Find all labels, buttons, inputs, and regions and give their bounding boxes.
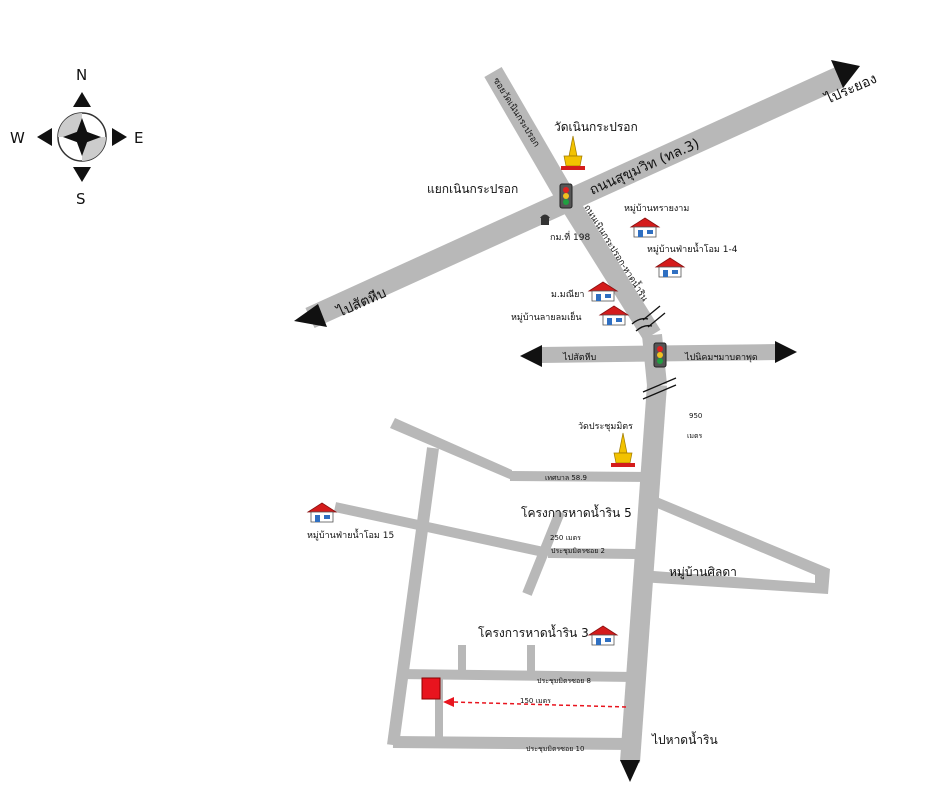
label-sai-ngam: หมู่บ้านทรายงาม xyxy=(624,203,689,214)
arrow-to-rayong-icon xyxy=(831,60,860,88)
label-yaek-noen: แยกเนินกระปรอก xyxy=(427,182,518,196)
label-project-3: โครงการหาดน้ำริน 3 xyxy=(478,624,589,640)
traffic-signal-top-icon xyxy=(559,183,573,209)
house-fai-om-15-icon xyxy=(307,502,337,523)
house-fai-om-1-4-icon xyxy=(655,257,685,278)
break-marks xyxy=(631,305,677,400)
label-sukhumvit: ถนนสุขุมวิท (ทล.3) xyxy=(587,136,702,199)
label-to-nikhom: ไปนิคมฯมาบตาพุด xyxy=(684,352,758,363)
label-soi-8: ประชุมมิตรซอย 8 xyxy=(537,677,591,685)
east-arrow-icon xyxy=(112,128,127,146)
house-sai-ngam-icon xyxy=(630,217,660,238)
label-sirada: หมู่บ้านศิลดา xyxy=(669,565,737,580)
label-soi-2: ประชุมมิตรซอย 2 xyxy=(551,547,605,555)
arrow-to-sattahip-icon xyxy=(294,304,327,327)
target-location-marker xyxy=(421,677,441,700)
compass: N S W E xyxy=(10,66,143,208)
arrow-to-beach-icon xyxy=(620,760,640,782)
road-soi-wat-noen xyxy=(484,66,574,202)
label-dist-950-unit: เมตร xyxy=(687,432,703,440)
label-to-beach: ไปหาดน้ำริน xyxy=(651,731,718,747)
label-fai-om-15: หมู่บ้านฟ่ายน้ำโอม 15 xyxy=(307,528,394,541)
label-soi-wat-noen: ซอยวัดเนินกระปรอก xyxy=(490,76,542,149)
compass-north: N xyxy=(76,66,87,84)
south-arrow-icon xyxy=(73,167,91,182)
route-arrow-icon xyxy=(443,697,454,707)
road-noen-krapok xyxy=(556,190,667,782)
temple-wat-prachum-icon xyxy=(610,432,636,468)
route-dashed-line xyxy=(451,701,627,708)
compass-south: S xyxy=(76,190,86,208)
label-dist-250: 250 เมตร xyxy=(550,534,581,542)
house-project-3-icon xyxy=(588,625,618,646)
km-marker-icon xyxy=(540,214,550,225)
label-soi-10: ประชุมมิตรซอย 10 xyxy=(526,745,584,753)
compass-west: W xyxy=(10,129,25,147)
label-fai-om-1-4: หมู่บ้านฟ่ายน้ำโอม 1-4 xyxy=(647,242,738,255)
road-network-lower xyxy=(333,418,830,750)
arrow-to-nikhom-icon xyxy=(775,341,797,363)
label-dist-150: 150 เมตร xyxy=(520,697,551,705)
label-wat-noen: วัดเนินกระปรอก xyxy=(554,120,638,134)
label-thetsaban: เทศบาล 58.9 xyxy=(545,474,587,482)
north-arrow-icon xyxy=(73,92,91,107)
temple-wat-noen-icon xyxy=(560,135,586,171)
label-project-5: โครงการหาดน้ำริน 5 xyxy=(521,504,632,520)
label-wat-prachum: วัดประชุมมิตร xyxy=(578,421,633,432)
traffic-signal-mid-icon xyxy=(653,342,667,368)
label-lai-lom: หมู่บ้านลายลมเย็น xyxy=(511,310,582,323)
west-arrow-icon xyxy=(37,128,52,146)
label-moniya: ม.มณียา xyxy=(551,289,584,300)
label-dist-950: 950 xyxy=(689,412,702,420)
house-lai-lom-icon xyxy=(599,305,629,326)
compass-east: E xyxy=(134,129,143,147)
label-km-198: กม.ที่ 198 xyxy=(550,230,590,243)
arrow-to-sattahip-2-icon xyxy=(520,345,542,367)
label-to-sattahip-mid: ไปสัตหีบ xyxy=(562,352,597,363)
